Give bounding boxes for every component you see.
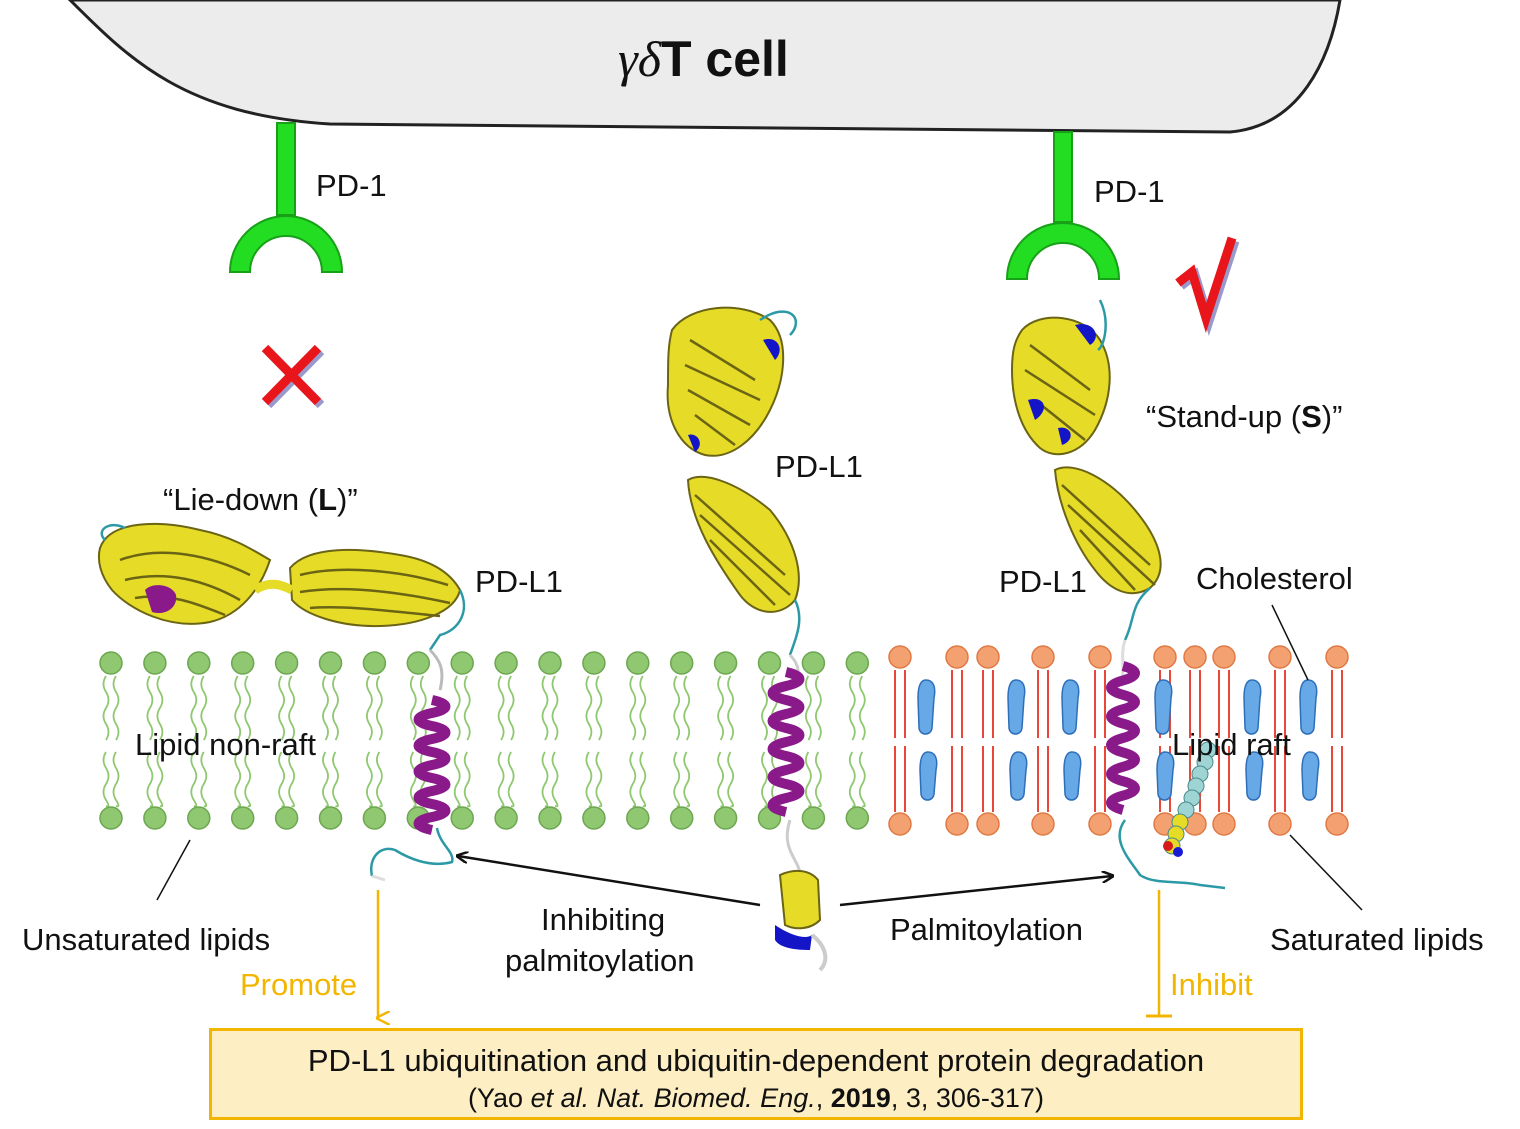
unsaturated-lipid — [582, 651, 606, 830]
non-raft-label: Lipid non-raft — [135, 727, 316, 762]
cholesterol — [1007, 679, 1028, 801]
raft-bilayer — [888, 645, 1349, 836]
saturated-pointer — [1289, 834, 1363, 911]
cholesterol — [1299, 679, 1320, 801]
t-cell-greek: γδ — [618, 31, 661, 87]
inhibit-label: Inhibit — [1170, 967, 1253, 1002]
unsaturated-lipid — [318, 651, 343, 830]
saturated-lipid — [945, 645, 969, 836]
pdl1-helix-left — [369, 695, 454, 882]
cholesterol-molecules — [917, 679, 1320, 801]
unsaturated-lipid — [362, 651, 387, 830]
unsaturated-lipid — [450, 651, 474, 830]
unsaturated-lipid — [538, 651, 562, 830]
saturated-lipid — [888, 645, 912, 836]
t-cell-name: T cell — [660, 31, 789, 87]
saturated-lipid — [1088, 645, 1112, 836]
saturated-lipid — [1268, 645, 1292, 836]
saturated-lipids-label: Saturated lipids — [1270, 922, 1484, 957]
oxygen-atom — [1163, 841, 1173, 851]
nitrogen-atom — [1173, 847, 1183, 857]
saturated-lipid — [1212, 645, 1236, 836]
cholesterol — [1243, 679, 1264, 801]
result-main-text: PD-L1 ubiquitination and ubiquitin-depen… — [307, 1043, 1205, 1078]
lie-down-label: “Lie-down (L)” — [163, 482, 358, 517]
pd1-receptor-left — [228, 122, 344, 273]
degradation-result-box: PD-L1 ubiquitination and ubiquitin-depen… — [209, 1028, 1303, 1120]
unsaturated-lipid — [230, 651, 255, 830]
cholesterol — [1154, 679, 1175, 801]
inhibiting-label-line2: palmitoylation — [505, 943, 695, 978]
pd1-receptor-right — [1005, 131, 1121, 280]
unsaturated-lipid — [99, 651, 123, 830]
saturated-lipid — [1325, 645, 1349, 836]
t-cell-title: γδT cell — [618, 30, 789, 88]
unsaturated-lipid — [494, 651, 518, 830]
palmitoylation-label: Palmitoylation — [890, 912, 1083, 947]
unsaturated-pointer — [156, 839, 191, 901]
pdl1-label-left: PD-L1 — [475, 564, 563, 599]
cholesterol — [917, 679, 938, 801]
pdl1-label-center: PD-L1 — [775, 449, 863, 484]
unsaturated-lipid — [713, 651, 738, 830]
result-reference: (Yao et al. Nat. Biomed. Eng., 2019, 3, … — [468, 1083, 1044, 1113]
unsaturated-lipid — [801, 651, 826, 830]
pdl1-center-structure — [666, 306, 828, 972]
pdl1-label-right: PD-L1 — [999, 564, 1087, 599]
palmitoyl-chain — [1163, 741, 1217, 857]
pdl1-lying-down-structure — [97, 522, 466, 691]
inhibiting-label-line1: Inhibiting — [541, 902, 666, 937]
non-raft-bilayer — [99, 651, 870, 830]
inhibiting-arrow — [458, 856, 761, 907]
unsaturated-lipid — [274, 651, 299, 830]
pd1-label-left: PD-1 — [316, 168, 387, 203]
unsaturated-lipid — [669, 651, 694, 830]
pdl1-right-structure — [1010, 299, 1226, 890]
binding-check-icon — [1175, 236, 1240, 336]
pd1-label-right: PD-1 — [1094, 174, 1165, 209]
saturated-lipid — [976, 645, 1000, 836]
saturated-lipid — [1031, 645, 1055, 836]
unsaturated-lipid — [187, 651, 211, 830]
stand-up-label: “Stand-up (S)” — [1146, 399, 1343, 434]
unsaturated-lipid — [757, 651, 782, 830]
cholesterol-label: Cholesterol — [1196, 561, 1353, 596]
palmitoylation-arrow — [839, 876, 1112, 907]
unsaturated-lipid — [626, 651, 650, 830]
blocked-cross-icon — [261, 344, 325, 409]
unsaturated-lipid — [845, 651, 870, 830]
unsaturated-lipids-label: Unsaturated lipids — [22, 922, 271, 957]
promote-label: Promote — [240, 967, 358, 1002]
cholesterol-pointer — [1271, 604, 1309, 681]
t-cell-membrane — [67, 0, 1342, 134]
unsaturated-lipid — [143, 651, 167, 830]
raft-label: Lipid raft — [1172, 727, 1291, 762]
cholesterol — [1061, 679, 1082, 801]
